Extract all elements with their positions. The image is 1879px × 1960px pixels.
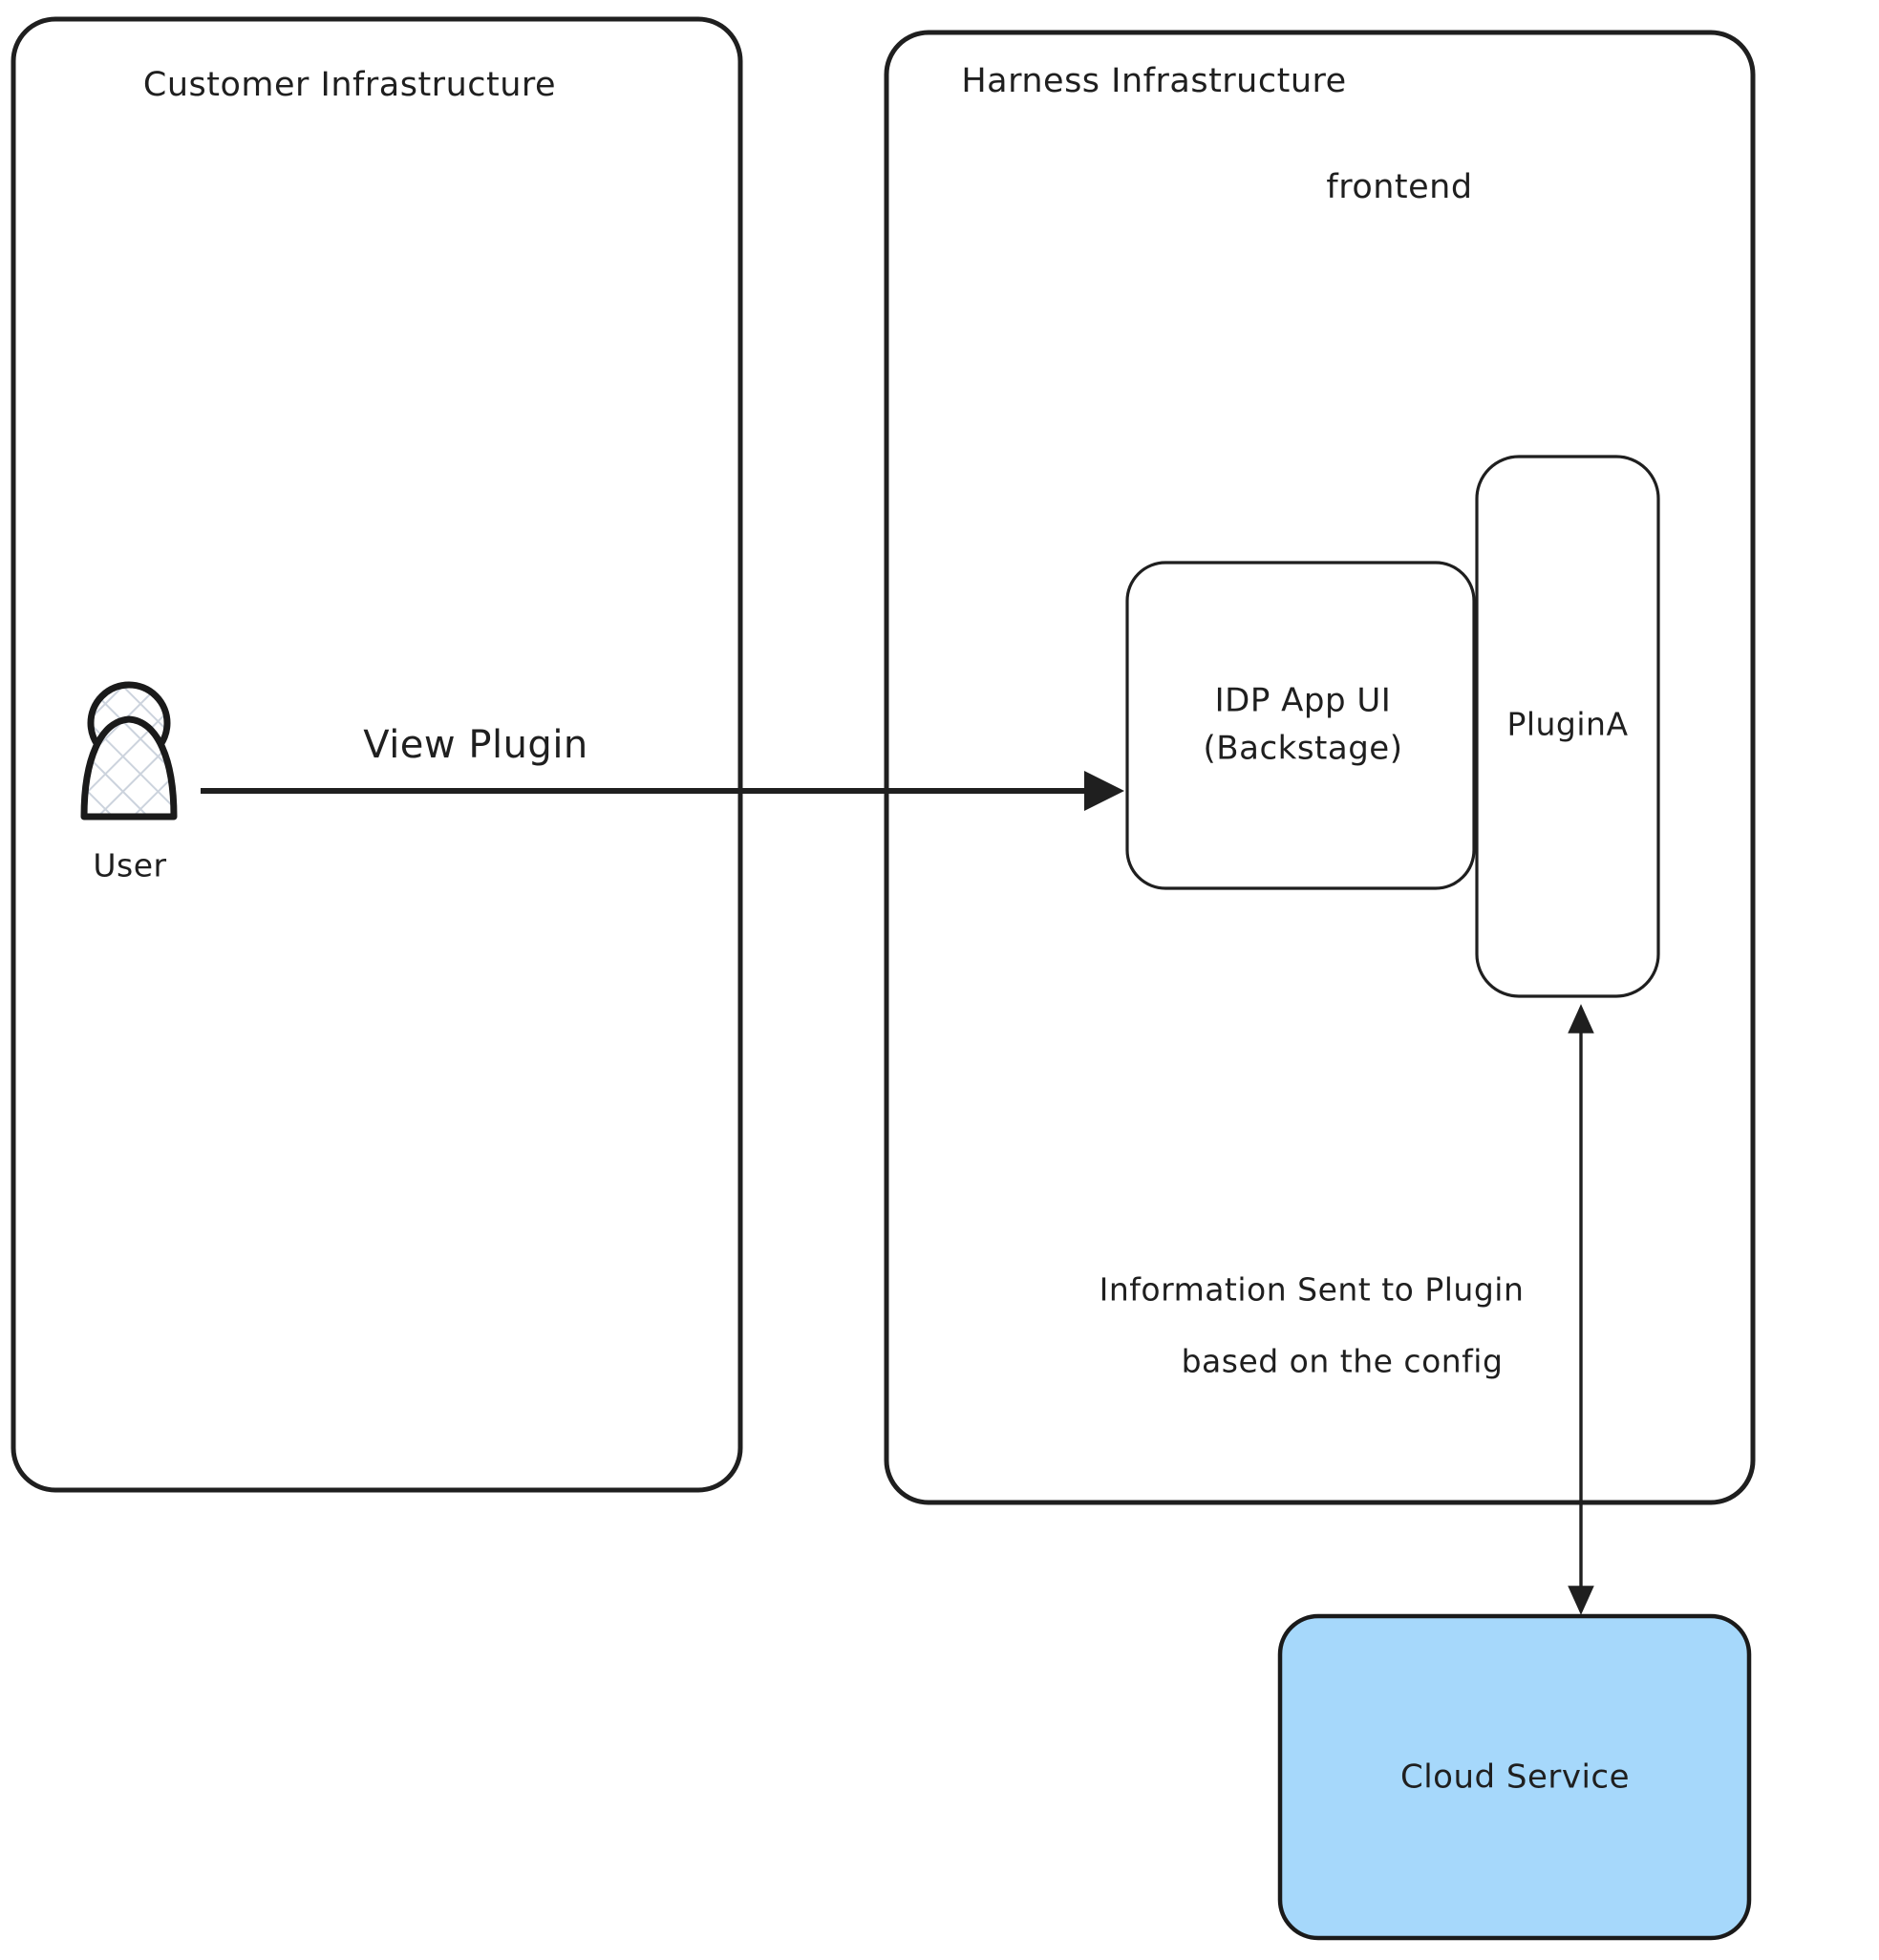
node-plugin-a[interactable]: PluginA: [1475, 455, 1660, 998]
idp-app-ui-box: [1125, 561, 1476, 890]
user-label: User: [93, 847, 166, 884]
node-cloud-service[interactable]: Cloud Service: [1277, 1613, 1752, 1941]
idp-app-ui-label-line2: (Backstage): [1204, 730, 1403, 768]
customer-infrastructure-label: Customer Infrastructure: [143, 66, 556, 104]
container-customer-infrastructure: Customer Infrastructure: [11, 16, 743, 1493]
info-sent-label-line2: based on the config: [1182, 1343, 1504, 1380]
info-sent-label-line1: Information Sent to Plugin: [1100, 1271, 1525, 1309]
idp-app-ui-label-line1: IDP App UI: [1215, 682, 1392, 720]
harness-infrastructure-label: Harness Infrastructure: [961, 62, 1346, 100]
edge-plugin-to-cloud: Information Sent to Plugin based on the …: [1100, 1004, 1594, 1615]
frontend-section-label: frontend: [1326, 168, 1472, 206]
view-plugin-label: View Plugin: [363, 723, 588, 767]
cloud-service-box: [1277, 1613, 1752, 1941]
cloud-service-label: Cloud Service: [1400, 1758, 1630, 1797]
customer-infrastructure-box: [11, 16, 743, 1493]
plugin-a-box: [1475, 455, 1660, 998]
node-idp-app-ui[interactable]: IDP App UI (Backstage): [1125, 561, 1476, 890]
user-body-icon: [80, 715, 178, 820]
edge-view-plugin: View Plugin: [201, 723, 1124, 811]
plugin-a-label: PluginA: [1506, 706, 1628, 743]
node-user[interactable]: User: [80, 681, 178, 884]
